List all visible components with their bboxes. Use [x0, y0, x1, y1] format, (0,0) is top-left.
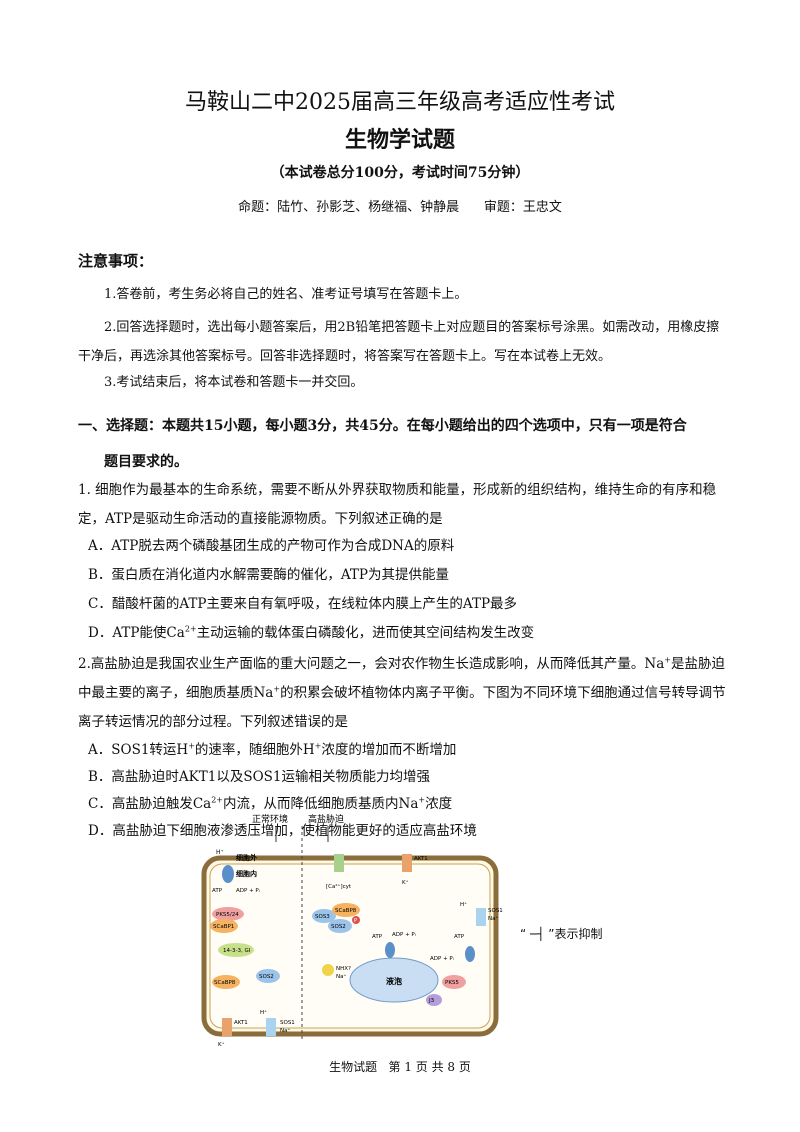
label-k-left: K⁺: [218, 1041, 225, 1048]
label-scabp8-right: SCaBP8: [335, 908, 357, 914]
sos2-right-protein: [328, 919, 352, 933]
vacuole: [349, 957, 439, 1003]
label-na-vac: Na⁺: [336, 973, 346, 980]
opt-text: C．高盐胁迫触发Ca: [88, 796, 212, 812]
label-akt1-right: AKT1: [414, 856, 428, 862]
option-d-text-end: 主动运输的载体蛋白磷酸化，进而使其空间结构发生改变: [196, 625, 535, 641]
nhx-icon: [322, 964, 334, 976]
label-normal: 正常环境: [252, 813, 288, 825]
phosphate-icon: [352, 916, 360, 924]
label-sos1-right: SOS1: [488, 908, 503, 914]
label-sos3: SOS3: [315, 914, 330, 920]
akt1-right-channel: [402, 854, 412, 872]
j3-protein: [426, 994, 442, 1006]
question-1-option-d: D．ATP能使Ca2+主动运输的载体蛋白磷酸化，进而使其空间结构发生改变: [88, 621, 534, 641]
label-p: P: [354, 918, 357, 924]
label-vacuole: 液泡: [386, 976, 402, 986]
h-pump-icon: [222, 865, 234, 883]
scabp8-right-protein: [332, 903, 360, 917]
opt-text: 的速率，随细胞外H: [194, 742, 315, 758]
label-j3: J3: [428, 998, 435, 1004]
notice-heading: 注意事项：: [78, 252, 154, 270]
exam-info: （本试卷总分100分，考试时间75分钟）: [270, 165, 530, 181]
sos3-protein: [312, 909, 336, 923]
figure-legend: “ ─┤ ”表示抑制: [520, 927, 603, 941]
ca-channel: [334, 854, 344, 872]
notice-item-3: 3.考试结束后，将本试卷和答题卡一并交回。: [104, 375, 364, 390]
label-na-left: Na⁺: [280, 1027, 290, 1034]
label-atp: ATP: [212, 888, 223, 894]
sup: +: [418, 795, 426, 805]
cell-signaling-figure: 正常环境 高盐胁迫 细胞外 细胞内 H⁺ ATP ADP + Pᵢ PKS5/2…: [201, 813, 503, 1048]
question-2-option-d: D．高盐胁迫下细胞液渗透压增加，使植物能更好的适应高盐环境: [88, 823, 477, 839]
label-atp-right: ATP: [372, 934, 383, 940]
question-1-option-c: C．醋酸杆菌的ATP主要来自有氧呼吸，在线粒体内膜上产生的ATP最多: [88, 596, 518, 612]
label-nhx: NHX?: [336, 966, 351, 972]
pks-protein: [212, 907, 244, 921]
label-h-left: H⁺: [260, 1009, 267, 1016]
opt-text: 浓度的增加而不断增加: [321, 742, 457, 758]
label-na-right: Na⁺: [488, 915, 498, 922]
stem-part: 2.高盐胁迫是我国农业生产面临的重大问题之一，会对农作物生长造成影响，从而降低其…: [78, 656, 665, 672]
sos1-right-channel: [476, 908, 486, 926]
label-sos2-left: SOS2: [259, 974, 274, 980]
section-heading: 一、选择题：本题共15小题，每小题3分，共45分。在每小题给出的四个选项中，只有…: [78, 408, 728, 480]
label-pks: PKS5/24: [216, 912, 239, 918]
sup: 2+: [211, 795, 224, 805]
label-salt: 高盐胁迫: [308, 813, 344, 825]
right-pump-icon: [465, 946, 475, 962]
vacuole-pump-icon: [385, 942, 395, 958]
label-k-right: K⁺: [402, 879, 409, 886]
sup: +: [273, 684, 281, 694]
akt1-left-channel: [222, 1018, 232, 1036]
label-scabp8-left: SCaBP8: [214, 980, 236, 986]
label-outside: 细胞外: [236, 853, 257, 862]
question-1-option-b: B．蛋白质在消化道内水解需要酶的催化，ATP为其提供能量: [88, 567, 450, 583]
stem-part: 的积累会破坏植物体内离子平衡。下图为不同环境下细胞通过信号转导调节离子转运情况的…: [78, 685, 726, 730]
label-inside: 细胞内: [236, 869, 257, 878]
sup: 2+: [184, 624, 197, 634]
label-h-right: H⁺: [460, 901, 467, 908]
question-2-stem: 2.高盐胁迫是我国农业生产面临的重大问题之一，会对农作物生长造成影响，从而降低其…: [78, 650, 728, 737]
sup: +: [188, 741, 195, 751]
notice-item-2: 2.回答选择题时，选出每小题答案后，用2B铅笔把答题卡上对应题目的答案标号涂黑。…: [78, 320, 720, 364]
sos1-left-channel: [266, 1018, 276, 1036]
label-atp-r2: ATP: [454, 934, 465, 940]
label-pks5: PKS5: [445, 980, 459, 986]
section-heading-line2: 题目要求的。: [104, 454, 188, 470]
question-2-option-b: B．高盐胁迫时AKT1以及SOS1运输相关物质能力均增强: [88, 769, 431, 785]
label-adp-right: ADP + Pᵢ: [392, 932, 416, 938]
label-ca: [Ca²⁺]cyt: [326, 883, 352, 890]
sup: +: [314, 741, 322, 751]
opt-text: 浓度: [425, 796, 453, 812]
question-2-option-a: A．SOS1转运H+的速率，随细胞外H+浓度的增加而不断增加: [88, 738, 456, 758]
opt-text: 内流，从而降低细胞质基质内Na: [223, 796, 419, 812]
page-footer: 生物试题 第 1 页 共 8 页: [329, 1060, 471, 1074]
option-d-text: D．ATP能使Ca: [88, 625, 185, 641]
label-h: H⁺: [216, 849, 224, 856]
label-sos2-right: SOS2: [331, 924, 346, 930]
label-adp: ADP + Pᵢ: [236, 888, 260, 894]
stem-part: 是盐胁迫中最主要的离子，细胞质基质Na: [78, 656, 725, 701]
question-2-option-c: C．高盐胁迫触发Ca2+内流，从而降低细胞质基质内Na+浓度: [88, 792, 452, 812]
pks5-protein: [442, 975, 466, 989]
label-scabp1: SCaBP1: [213, 924, 234, 930]
exam-school-title: 马鞍山二中2025届高三年级高考适应性考试: [185, 90, 615, 115]
g1433-protein: [218, 943, 254, 957]
scabp1-protein: [210, 919, 238, 933]
label-akt1-left: AKT1: [234, 1020, 248, 1026]
label-adp-r2: ADP + Pᵢ: [430, 956, 454, 962]
exam-authors: 命题：陆竹、孙影芝、杨继福、钟静晨 审题：王忠文: [238, 200, 562, 215]
question-1-option-a: A．ATP脱去两个磷酸基团生成的产物可作为合成DNA的原料: [88, 538, 455, 554]
opt-text: A．SOS1转运H: [88, 742, 189, 758]
sup: +: [664, 655, 671, 665]
label-g1433: 14-3-3, GI: [223, 948, 251, 954]
subject-title: 生物学试题: [344, 127, 455, 153]
section-heading-line1: 一、选择题：本题共15小题，每小题3分，共45分。在每小题给出的四个选项中，只有…: [78, 418, 687, 434]
sos2-left-protein: [256, 969, 280, 983]
question-1-stem: 1. 细胞作为最基本的生命系统，需要不断从外界获取物质和能量，形成新的组织结构，…: [78, 482, 717, 527]
notice-item-1: 1.答卷前，考生务必将自己的姓名、准考证号填写在答题卡上。: [104, 287, 468, 302]
scabp8-left-protein: [212, 975, 240, 989]
label-sos1-left: SOS1: [280, 1020, 295, 1026]
